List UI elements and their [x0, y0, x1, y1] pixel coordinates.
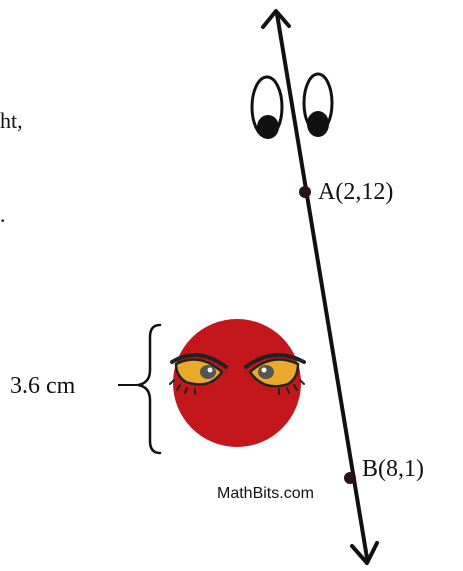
ball-left-eye: [169, 353, 228, 395]
point-b-dot: [344, 472, 356, 484]
line-through-a-and-b: [261, 9, 379, 565]
bottom-arrowhead: [350, 541, 379, 565]
ball-right-eye: [244, 353, 306, 395]
point-a-dot: [299, 186, 311, 198]
diameter-brace: [137, 323, 162, 455]
left-pupil: [257, 115, 279, 139]
point-b-label: B(8,1): [362, 456, 424, 482]
right-pupil: [307, 111, 329, 137]
diameter-label: 3.6 cm: [10, 373, 76, 399]
watermark: MathBits.com: [217, 485, 314, 502]
point-a-label: A(2,12): [318, 179, 393, 205]
red-ball: [169, 319, 306, 447]
left-text-fragment-2: .: [0, 202, 6, 227]
line-eyes: [250, 72, 334, 139]
left-text-fragment-1: ht,: [0, 108, 23, 133]
top-arrowhead: [261, 9, 291, 29]
